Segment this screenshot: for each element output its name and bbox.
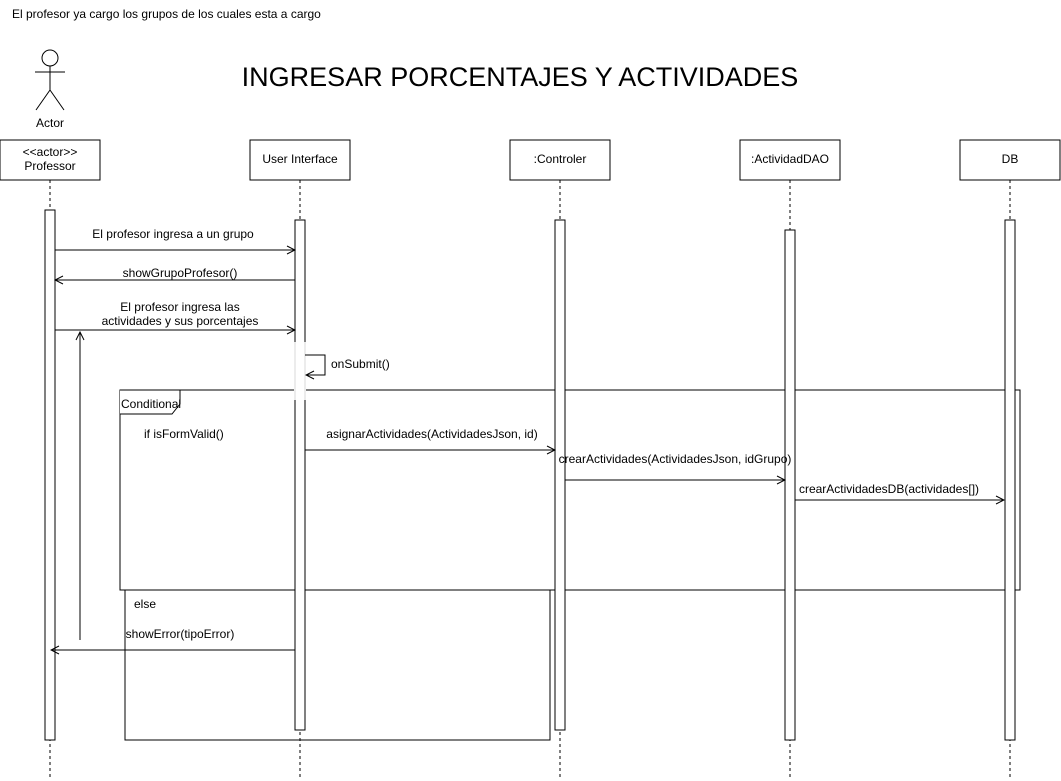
actor-label: Actor [36, 116, 64, 130]
message-on-submit-label: onSubmit() [331, 357, 390, 371]
message-show-error-label: showError(tipoError) [126, 627, 235, 641]
message-crear-actividades-db-label: crearActividadesDB(actividades[]) [799, 482, 979, 496]
activation-user-interface [294, 219, 306, 731]
conditional-frame-tab [120, 389, 181, 415]
message-crear-actividades-label: crearActividades(ActividadesJson, idGrup… [559, 452, 792, 466]
participant-actividad-dao[interactable]: :ActividadDAO [739, 139, 841, 181]
message-enter-activities-label-2: actividades y sus porcentajes [102, 314, 259, 328]
message-show-error[interactable]: showError(tipoError) [51, 627, 295, 650]
conditional-frame-label: Conditional [121, 397, 181, 411]
message-enter-activities-label-1: El profesor ingresa las [120, 300, 239, 314]
participant-user-interface-name: User Interface [262, 152, 338, 166]
activation-db [1004, 219, 1016, 741]
participant-db[interactable]: DB [959, 139, 1061, 181]
message-crear-actividades-db[interactable]: crearActividadesDB(actividades[]) [795, 482, 1004, 500]
message-crear-actividades[interactable]: crearActividades(ActividadesJson, idGrup… [559, 452, 792, 480]
message-enter-group-label: El profesor ingresa a un grupo [92, 227, 254, 241]
message-enter-group[interactable]: El profesor ingresa a un grupo [55, 227, 295, 250]
participant-db-name: DB [1002, 152, 1019, 166]
message-enter-activities[interactable]: El profesor ingresa las actividades y su… [55, 300, 295, 330]
diagram-title: INGRESAR PORCENTAJES Y ACTIVIDADES [242, 62, 799, 92]
message-on-submit[interactable]: onSubmit() [305, 354, 390, 375]
message-asignar-actividades[interactable]: asignarActividades(ActividadesJson, id) [305, 427, 555, 450]
participant-user-interface[interactable]: User Interface [249, 139, 351, 181]
message-show-grupo-profesor-label: showGrupoProfesor() [123, 266, 238, 280]
participant-controler[interactable]: :Controler [509, 139, 611, 181]
participant-controler-name: :Controler [534, 152, 587, 166]
participant-professor-stereotype: <<actor>> [23, 145, 78, 159]
participant-professor-name: Professor [24, 159, 75, 173]
precondition-note: El profesor ya cargo los grupos de los c… [12, 7, 321, 21]
activation-controler [554, 219, 566, 731]
message-show-grupo-profesor[interactable]: showGrupoProfesor() [55, 266, 295, 280]
participant-actividad-dao-name: :ActividadDAO [751, 152, 829, 166]
message-asignar-actividades-label: asignarActividades(ActividadesJson, id) [326, 427, 537, 441]
actor-stick-figure-icon [35, 49, 65, 111]
activation-actividad-dao [784, 229, 796, 741]
activation-gap [294, 342, 306, 400]
participant-professor[interactable]: <<actor>> Professor [0, 139, 101, 181]
conditional-guard: if isFormValid() [144, 427, 224, 441]
else-region: else [124, 590, 551, 741]
conditional-frame[interactable]: Conditional if isFormValid() [119, 389, 1021, 591]
else-label: else [134, 597, 156, 611]
activation-professor [44, 209, 56, 741]
